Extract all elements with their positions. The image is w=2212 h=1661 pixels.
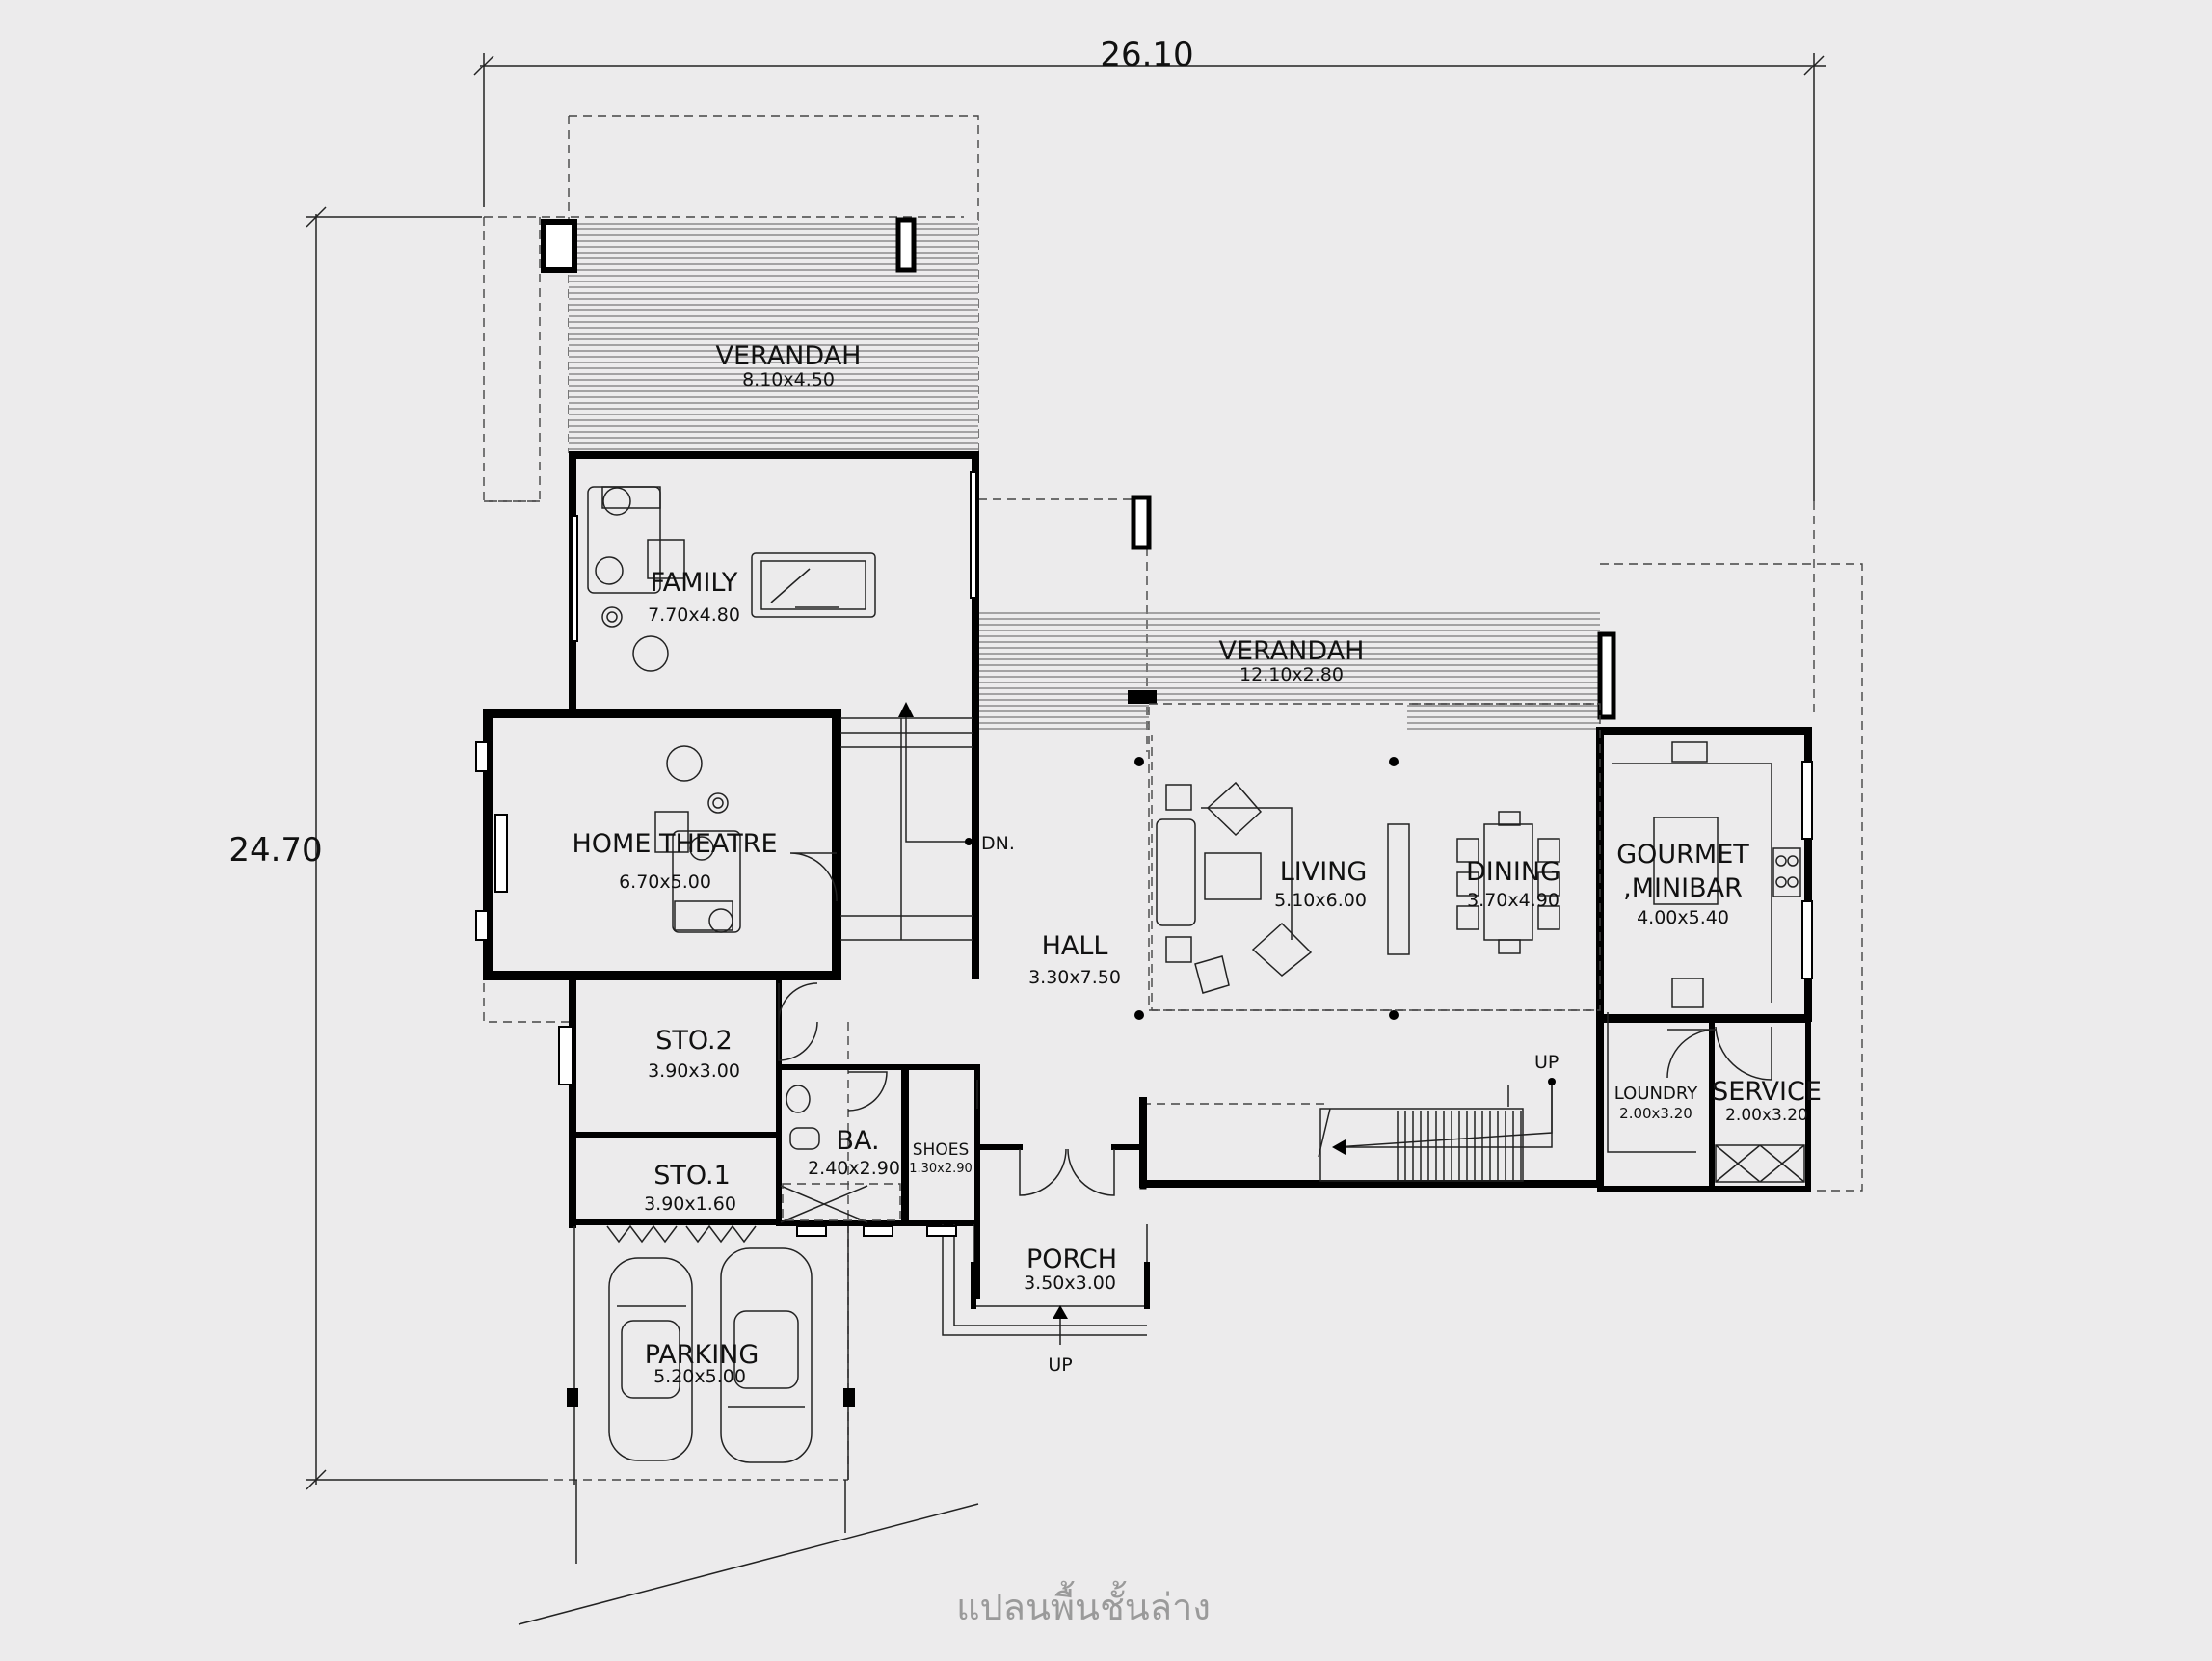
stair [1318, 1078, 1556, 1182]
posts [541, 217, 1616, 1020]
windows [475, 471, 1813, 1237]
verandah-top-name: VERANDAH [716, 341, 862, 371]
cars [608, 1247, 813, 1463]
service-size: 2.00x3.20 [1725, 1106, 1808, 1125]
hall-size: 3.30x7.50 [1028, 967, 1121, 988]
verandah-mid-deck [978, 612, 1600, 735]
sto2-name: STO.2 [655, 1026, 733, 1056]
dining-name: DINING [1466, 857, 1560, 887]
gourmet-size: 4.00x5.40 [1637, 907, 1729, 928]
depth-label: 24.70 [228, 831, 322, 870]
doors [606, 852, 1772, 1244]
porch-size: 3.50x3.00 [1024, 1273, 1116, 1294]
hall-name: HALL [1042, 931, 1108, 961]
furniture [587, 486, 1805, 1223]
verandah-top-size: 8.10x4.50 [742, 369, 835, 390]
home-theatre-size: 6.70x5.00 [619, 871, 711, 893]
stair-up-marker: UP [1534, 1052, 1559, 1073]
down-marker: DN. [981, 833, 1015, 854]
site-lines [518, 1226, 979, 1625]
family-size: 7.70x4.80 [648, 604, 740, 626]
laundry-name: LOUNDRY [1614, 1084, 1698, 1104]
verandah-mid-name: VERANDAH [1219, 636, 1365, 666]
laundry-size: 2.00x3.20 [1619, 1105, 1692, 1122]
down-arrow [898, 702, 973, 845]
living-name: LIVING [1280, 857, 1368, 887]
sto2-size: 3.90x3.00 [648, 1060, 740, 1082]
porch-up-marker: UP [1048, 1354, 1072, 1376]
plan-caption: แปลนพื้นชั้นล่าง [956, 1580, 1211, 1628]
bath-name: BA. [836, 1126, 879, 1156]
sto1-name: STO.1 [653, 1161, 731, 1191]
home-theatre-name: HOME THEATRE [572, 829, 777, 859]
gourmet-name-1: GOURMET [1616, 840, 1749, 870]
family-name: FAMILY [651, 568, 738, 598]
walls [483, 451, 1812, 1336]
car-right [720, 1247, 813, 1463]
parking-size: 5.20x5.00 [653, 1366, 746, 1387]
verandah-top-deck [569, 220, 978, 451]
porch-name: PORCH [1026, 1245, 1117, 1274]
shoes-size: 1.30x2.90 [909, 1162, 973, 1176]
parking-name: PARKING [645, 1340, 760, 1370]
car-left [608, 1257, 693, 1461]
dimension-width: 26.10 [473, 36, 1826, 501]
shoes-name: SHOES [913, 1140, 970, 1160]
deck-mask [1149, 702, 1407, 735]
service-name: SERVICE [1712, 1077, 1822, 1107]
gourmet-name-2: ,MINIBAR [1623, 873, 1743, 903]
living-size: 5.10x6.00 [1274, 890, 1367, 911]
verandah-mid-size: 12.10x2.80 [1239, 664, 1344, 685]
dining-size: 3.70x4.90 [1467, 890, 1559, 911]
pool-table [751, 552, 876, 618]
bath-size: 2.40x2.90 [808, 1158, 900, 1179]
porch-up-arrow [1053, 1305, 1068, 1345]
room-labels: VERANDAH 8.10x4.50 FAMILY 7.70x4.80 VERA… [572, 341, 1821, 1387]
sto1-size: 3.90x1.60 [644, 1193, 736, 1215]
width-label: 26.10 [1100, 36, 1193, 74]
dimension-depth: 24.70 [228, 206, 540, 1490]
